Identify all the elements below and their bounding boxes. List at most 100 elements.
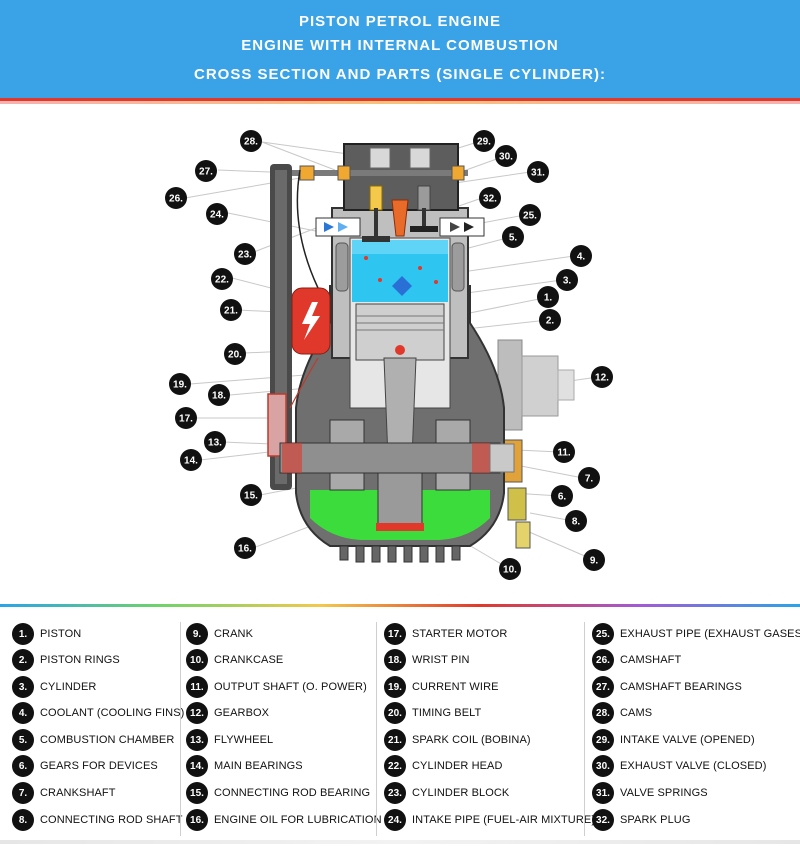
legend-item: 7.CRANKSHAFT [12,781,116,805]
legend-number-badge: 24. [384,809,406,831]
starter-motor [267,393,287,457]
legend-item: 4.COOLANT (COOLING FINS) [12,701,184,725]
callout-label: 27. [199,167,213,178]
callout-label: 29. [477,137,491,148]
callout-label: 32. [483,194,497,205]
legend-item: 20. TIMING BELT [384,701,481,725]
legend-item: 23.CYLINDER BLOCK [384,781,509,805]
callout-marker: 22. [211,268,233,290]
callout-label: 21. [224,306,238,317]
legend-item: 2.PISTON RINGS [12,648,120,672]
callout-label: 11. [557,448,571,459]
legend-label: SPARK COIL (BOBINA) [412,734,531,746]
legend-item: 27. CAMSHAFT BEARINGS [592,675,742,699]
legend-label: STARTER MOTOR [412,628,508,640]
legend-label: CYLINDER [40,681,97,693]
callout-marker: 15. [240,484,262,506]
main-bearing [282,443,302,473]
callout-label: 16. [238,544,252,555]
callout-label: 30. [499,152,513,163]
callout-marker: 18. [208,384,230,406]
callout-label: 18. [212,391,226,402]
callout-label: 24. [210,210,224,221]
legend-divider [584,622,585,836]
callout-marker: 10. [499,558,521,580]
callout-marker: 2. [539,309,561,331]
current-wire [296,169,319,289]
legend-label: INTAKE PIPE (FUEL-AIR MIXTURE) [412,814,596,826]
legend-label: EXHAUST VALVE (CLOSED) [620,760,767,772]
callout-marker: 5. [502,226,524,248]
legend-number-badge: 16. [186,809,208,831]
crankshaft [279,442,501,474]
legend-item: 28.CAMS [592,701,652,725]
callout-marker: 31. [527,161,549,183]
title-line-2: ENGINE WITH INTERNAL COMBUSTION [241,37,559,54]
callout-marker: 14. [180,449,202,471]
legend-label: CAMSHAFT BEARINGS [620,681,742,693]
title-line-3: CROSS SECTION AND PARTS (SINGLE CYLINDER… [193,66,606,83]
legend-label: PISTON [40,628,82,640]
legend-number-badge: 13. [186,729,208,751]
legend-number-badge: 19. [384,676,406,698]
cooling-fins [335,242,465,292]
callout-marker: 24. [206,203,228,225]
legend-number-badge: 28. [592,702,614,724]
legend-column-1: 1. PISTON 2.PISTON RINGS 3. CYLINDER 4.COOLAN… [12,618,184,840]
legend-item: 19.CURRENT WIRE [384,675,499,699]
callout-marker: 9. [583,549,605,571]
legend-item: 13.FLYWHEEL [186,728,273,752]
legend-number-badge: 6. [12,755,34,777]
callout-label: 28. [244,137,258,148]
cam-exhaust [409,147,431,169]
legend-label: SPARK PLUG [620,814,691,826]
callout-marker: 25. [519,204,541,226]
legend-number-badge: 14. [186,755,208,777]
legend-item: 21.SPARK COIL (BOBINA) [384,728,531,752]
exhaust-valve [410,226,438,232]
legend-number-badge: 27. [592,676,614,698]
callout-marker: 7. [578,467,600,489]
legend-label: CAMSHAFT [620,654,682,666]
callout-label: 1. [544,293,553,304]
callout-marker: 21. [220,299,242,321]
callout-label: 19. [173,380,187,391]
legend-number-badge: 18. [384,649,406,671]
legend-number-badge: 31. [592,782,614,804]
piston-rings [356,315,444,331]
legend-label: GEARBOX [214,707,270,719]
cam-intake [369,147,391,169]
legend-item: 18.WRIST PIN [384,648,470,672]
callout-label: 25. [523,211,537,222]
callout-marker: 3. [556,269,578,291]
legend-item: 29.INTAKE VALVE (OPENED) [592,728,755,752]
callout-label: 15. [244,491,258,502]
legend-label: INTAKE VALVE (OPENED) [620,734,755,746]
legend-number-badge: 3. [12,676,34,698]
output-shaft [489,443,515,473]
callout-label: 20. [228,350,242,361]
legend-label: CONNECTING ROD BEARING [214,787,371,799]
callout-marker: 20. [224,343,246,365]
legend-label: TIMING BELT [412,707,482,719]
legend-item: 14.MAIN BEARINGS [186,754,303,778]
legend-number-badge: 11. [186,676,208,698]
callout-label: 4. [577,252,586,263]
callout-marker: 30. [495,145,517,167]
callout-markers: 1.2.3.4.5.6.7.8.9.10.11.12.13.14.15.16.1… [165,130,613,580]
title-line-1: PISTON PETROL ENGINE [299,13,501,30]
legend-number-badge: 26. [592,649,614,671]
legend-item: 1. PISTON [12,622,81,646]
legend-item: 10.CRANKCASE [186,648,283,672]
legend-item: 3. CYLINDER [12,675,96,699]
legend-number-badge: 12. [186,702,208,724]
callout-label: 14. [184,456,198,467]
legend-number-badge: 1. [12,623,34,645]
footer-stripe [0,840,800,844]
header-gradient-stripe [0,101,800,104]
header-banner: PISTON PETROL ENGINE ENGINE WITH INTERNA… [0,0,800,98]
callout-marker: 11. [553,441,575,463]
legend-number-badge: 23. [384,782,406,804]
legend-number-badge: 20. [384,702,406,724]
